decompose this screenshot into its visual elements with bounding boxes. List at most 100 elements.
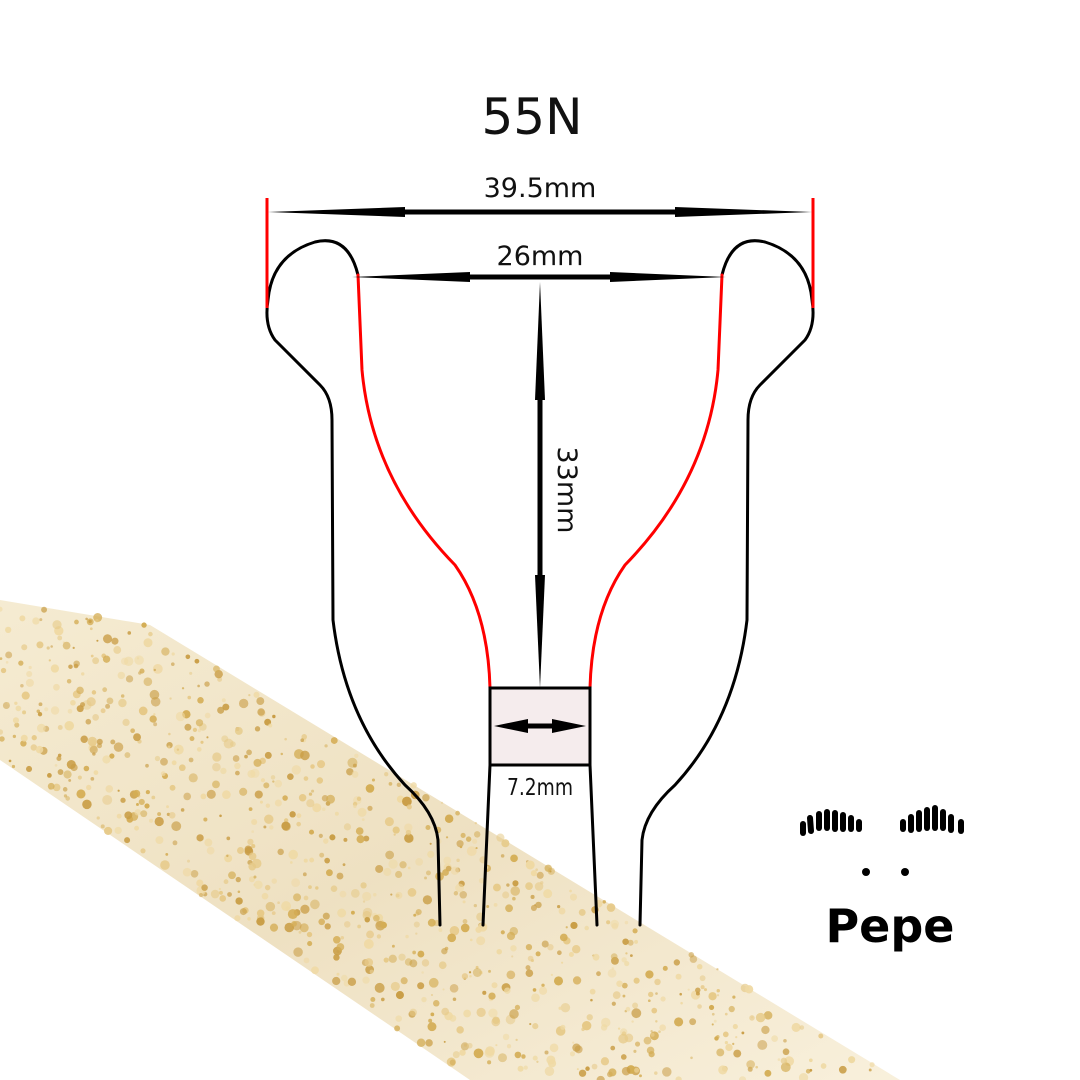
gold-speckle xyxy=(253,691,260,698)
gold-speckle xyxy=(234,762,241,770)
gold-speckle xyxy=(160,771,166,777)
gold-speckle xyxy=(621,982,628,989)
gold-speckle xyxy=(527,955,534,962)
gold-speckle xyxy=(300,750,310,761)
gold-speckle xyxy=(274,779,283,788)
gold-speckle xyxy=(96,639,99,642)
gold-speckle xyxy=(651,1007,658,1014)
gold-speckle xyxy=(544,1050,549,1055)
gold-speckle xyxy=(138,798,145,806)
gold-speckle xyxy=(6,702,10,705)
gold-speckle xyxy=(90,776,95,781)
gold-speckle xyxy=(725,1043,733,1052)
gold-speckle xyxy=(113,646,122,654)
gold-speckle xyxy=(342,863,346,867)
gold-speckle xyxy=(459,1049,466,1056)
gold-speckle xyxy=(777,1058,781,1061)
gold-speckle xyxy=(171,760,177,766)
gold-speckle xyxy=(310,899,320,910)
gold-speckle xyxy=(600,1057,610,1066)
gold-speckle xyxy=(197,697,204,704)
gold-speckle xyxy=(869,1062,875,1068)
gold-speckle xyxy=(88,619,92,624)
gold-speckle xyxy=(336,972,340,976)
gold-speckle xyxy=(189,671,193,675)
gold-speckle xyxy=(525,943,533,951)
gold-speckle xyxy=(19,615,26,622)
gold-speckle xyxy=(505,904,513,913)
gold-speckle xyxy=(472,968,482,977)
gold-speckle xyxy=(66,679,72,684)
gold-speckle xyxy=(247,769,256,778)
gold-speckle xyxy=(347,977,357,987)
gold-speckle xyxy=(21,644,28,651)
outer-width-label: 39.5mm xyxy=(484,173,597,204)
gold-speckle xyxy=(68,778,72,782)
gold-speckle xyxy=(560,1024,566,1030)
gold-speckle xyxy=(506,970,516,980)
left-inner-edge xyxy=(356,273,492,690)
gold-speckle xyxy=(560,1002,571,1013)
gold-speckle xyxy=(463,1009,472,1018)
gold-speckle xyxy=(333,936,341,944)
gold-speckle xyxy=(714,1036,719,1041)
gold-speckle xyxy=(124,811,133,820)
gold-speckle xyxy=(449,1059,456,1066)
gold-speckle xyxy=(228,871,236,880)
gold-speckle xyxy=(184,723,192,731)
gold-speckle xyxy=(87,736,98,747)
gold-speckle xyxy=(219,890,223,895)
gold-speckle xyxy=(296,821,301,827)
gold-speckle xyxy=(14,701,18,705)
gold-speckle xyxy=(206,789,216,799)
gold-speckle xyxy=(633,1049,637,1053)
gold-speckle xyxy=(711,1023,714,1026)
gold-speckle xyxy=(655,992,658,995)
right-eye-icon xyxy=(901,868,909,876)
gold-speckle xyxy=(584,925,589,931)
gold-speckle xyxy=(525,882,533,890)
gold-speckle xyxy=(0,657,3,661)
gold-speckle xyxy=(39,618,43,622)
gold-speckle xyxy=(293,947,303,957)
gold-speckle xyxy=(176,748,180,751)
gold-speckle xyxy=(453,891,459,896)
gold-speckle xyxy=(746,1060,755,1069)
gold-speckle xyxy=(645,970,654,979)
gold-speckle xyxy=(404,823,413,832)
gold-speckle xyxy=(152,663,163,674)
gold-speckle xyxy=(0,667,7,674)
gold-speckle xyxy=(438,928,443,932)
gold-speckle xyxy=(405,829,412,836)
gold-speckle xyxy=(488,969,491,973)
gold-speckle xyxy=(351,771,359,778)
gold-speckle xyxy=(502,891,510,899)
gold-speckle xyxy=(557,950,562,956)
gold-speckle xyxy=(373,893,377,897)
gold-speckle xyxy=(138,706,148,716)
gold-speckle xyxy=(650,1029,653,1033)
gold-speckle xyxy=(0,606,3,612)
gold-speckle xyxy=(247,917,251,921)
right-inner-edge xyxy=(588,273,724,690)
gold-speckle xyxy=(449,1014,457,1022)
gold-speckle xyxy=(192,727,198,733)
gold-speckle xyxy=(54,763,58,767)
gold-speckle xyxy=(549,1043,559,1053)
gold-speckle xyxy=(632,1002,639,1009)
gold-speckle xyxy=(38,702,43,707)
gold-speckle xyxy=(422,895,433,905)
pepe-logo: Pepe xyxy=(800,805,964,953)
gold-speckle xyxy=(110,739,116,745)
gold-speckle xyxy=(124,752,131,759)
gold-speckle xyxy=(662,1067,672,1077)
gold-speckle xyxy=(200,793,207,800)
gold-speckle xyxy=(140,848,146,854)
gold-speckle xyxy=(263,782,270,789)
gold-speckle xyxy=(22,710,27,715)
gold-speckle xyxy=(287,773,294,780)
gold-speckle xyxy=(197,729,201,733)
gold-speckle xyxy=(330,737,338,744)
gold-speckle xyxy=(20,740,27,747)
